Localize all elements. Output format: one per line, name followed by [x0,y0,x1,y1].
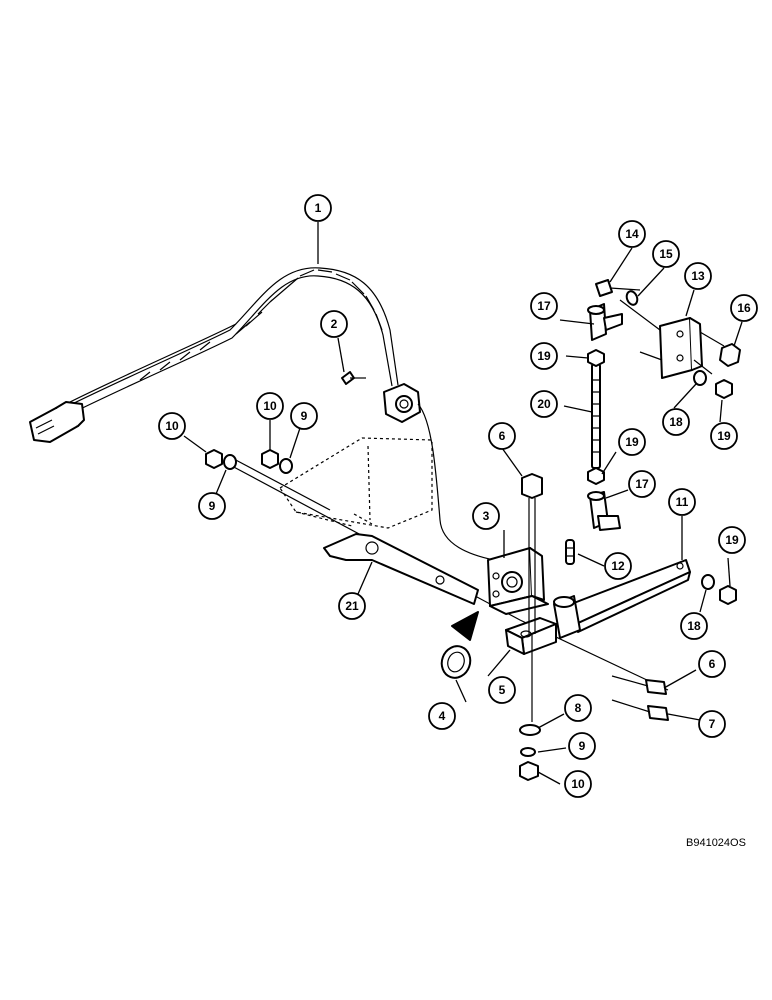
svg-text:1: 1 [315,201,322,215]
svg-text:17: 17 [635,477,649,491]
callout-9-lower: 9 [568,732,596,760]
svg-text:19: 19 [625,435,639,449]
callout-19-right-upper: 19 [710,422,738,450]
svg-text:5: 5 [499,683,506,697]
svg-text:2: 2 [331,317,338,331]
svg-text:16: 16 [737,301,751,315]
hex-nut [519,761,539,781]
hex-nut [261,449,279,469]
callout-1: 1 [304,194,332,222]
rod-end-lower [587,491,621,531]
hex-nut [587,467,605,485]
washer [693,370,707,386]
callout-19-rod-top: 19 [530,342,558,370]
callout-21: 21 [338,592,366,620]
svg-text:9: 9 [579,739,586,753]
callout-9-left: 9 [198,492,226,520]
callout-14: 14 [618,220,646,248]
callout-4: 4 [428,702,456,730]
callout-6-lower: 6 [698,650,726,678]
svg-text:14: 14 [625,227,639,241]
callout-19-right-lower: 19 [718,526,746,554]
callout-9-mid: 9 [290,402,318,430]
bolt-horizontal [611,675,667,695]
svg-text:10: 10 [263,399,277,413]
callout-7: 7 [698,710,726,738]
lock-washer [625,290,639,306]
svg-text:20: 20 [537,397,551,411]
svg-text:10: 10 [165,419,179,433]
lock-washer [520,747,536,757]
svg-text:8: 8 [575,701,582,715]
svg-text:21: 21 [345,599,359,613]
svg-text:19: 19 [717,429,731,443]
svg-text:13: 13 [691,269,705,283]
callout-10-lower: 10 [564,770,592,798]
lock-washer [279,458,293,474]
bolt-horizontal [611,699,669,721]
svg-text:9: 9 [301,409,308,423]
svg-text:18: 18 [669,415,683,429]
screw [341,371,366,385]
leader-lines [183,222,743,785]
callout-17-upper: 17 [530,292,558,320]
callout-16: 16 [730,294,758,322]
callout-15: 15 [652,240,680,268]
svg-text:11: 11 [676,495,689,509]
callout-6-upper: 6 [488,422,516,450]
washer [440,611,479,679]
callout-19-rod-bottom: 19 [618,428,646,456]
sensor [383,383,421,423]
bolt [595,279,641,297]
svg-text:6: 6 [709,657,716,671]
svg-text:19: 19 [725,533,739,547]
figure-code: B941024OS [686,837,746,849]
svg-text:10: 10 [571,777,585,791]
lever-arm [323,533,479,605]
callout-2: 2 [320,310,348,338]
flat-washer [519,724,541,736]
threaded-rod [591,363,601,469]
sensor-bracket [487,547,549,615]
svg-text:3: 3 [483,509,490,523]
washer [701,574,715,590]
roll-pin [565,539,575,565]
hex-nut [205,449,223,469]
svg-text:17: 17 [537,299,551,313]
callout-20: 20 [530,390,558,418]
hex-nut [587,349,605,367]
svg-text:6: 6 [499,429,506,443]
svg-text:15: 15 [659,247,673,261]
callout-18-upper: 18 [662,408,690,436]
hex-nut [719,585,737,605]
callout-11: 11 [668,488,696,516]
hex-nut [719,343,741,367]
actuator-arm [553,559,691,639]
callout-10-mid: 10 [256,392,284,420]
callout-10-left: 10 [158,412,186,440]
mounting-plate-outline [279,437,433,529]
angle-bracket [659,317,703,379]
callout-17-lower: 17 [628,470,656,498]
pivot-block [505,617,557,655]
callout-5: 5 [488,676,516,704]
svg-text:19: 19 [537,349,551,363]
hex-nut [715,379,733,399]
callout-8: 8 [564,694,592,722]
bolt-vertical [521,473,543,722]
svg-text:7: 7 [709,717,716,731]
callout-13: 13 [684,262,712,290]
svg-text:9: 9 [209,499,216,513]
svg-text:18: 18 [687,619,701,633]
svg-text:4: 4 [439,709,446,723]
callout-12: 12 [604,552,632,580]
svg-text:12: 12 [611,559,625,573]
callout-18-lower: 18 [680,612,708,640]
wire-harness [29,267,399,443]
lock-washer [223,454,237,470]
rod-end-upper [587,303,623,341]
callout-3: 3 [472,502,500,530]
